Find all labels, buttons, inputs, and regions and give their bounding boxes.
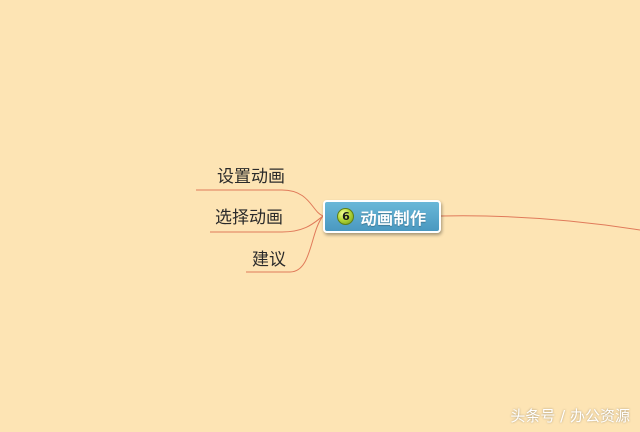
connector-right [440,215,640,231]
connector-branch-1 [210,215,324,233]
branch-label-select-animation[interactable]: 选择动画 [215,208,283,228]
number-badge-icon: 6 [337,208,355,225]
central-topic-node[interactable]: 6 动画制作 [323,200,441,233]
connector-branch-2 [246,215,324,273]
connector-branch-0 [196,189,324,217]
central-topic-title: 动画制作 [360,208,427,228]
watermark: 头条号 / 办公资源 [510,407,630,425]
branch-label-set-animation[interactable]: 设置动画 [217,167,285,187]
branch-label-suggestion[interactable]: 建议 [252,250,286,270]
